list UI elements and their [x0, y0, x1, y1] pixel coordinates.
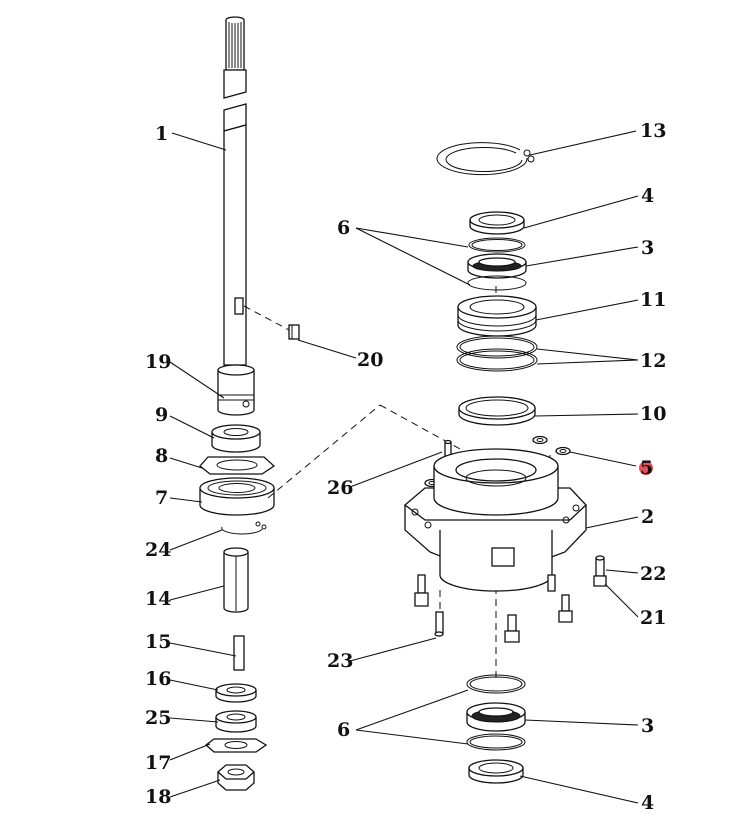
housing-2	[403, 448, 587, 592]
ring-nut-9	[211, 424, 261, 453]
o-ring-6-upper-b	[467, 275, 527, 291]
label-3-lower: 3	[641, 715, 654, 737]
label-7: 7	[155, 487, 168, 509]
seal-4-lower	[468, 759, 524, 784]
label-23: 23	[327, 650, 353, 672]
collar-19	[217, 364, 255, 416]
label-16: 16	[145, 668, 171, 690]
seal-4-upper	[469, 211, 525, 235]
key-15	[233, 635, 245, 671]
bolts-21-22	[547, 555, 607, 623]
o-ring-6-upper-a	[468, 237, 526, 253]
label-1: 1	[155, 123, 168, 145]
bearing-3-upper	[467, 253, 527, 279]
label-5: 5	[640, 457, 653, 479]
piston-11	[457, 295, 537, 337]
label-14: 14	[145, 588, 171, 610]
bearing-3-lower	[466, 702, 526, 732]
o-ring-6-lower-b	[466, 733, 526, 751]
label-9: 9	[155, 404, 168, 426]
label-3-upper: 3	[641, 237, 654, 259]
leader-lines	[169, 130, 639, 804]
thrust-bearing-25	[215, 710, 257, 733]
washer-16	[215, 683, 257, 703]
label-18: 18	[145, 786, 171, 808]
circlip-24	[221, 521, 267, 535]
label-2: 2	[641, 506, 654, 528]
label-20: 20	[357, 349, 383, 371]
o-ring-6-lower-a	[466, 674, 526, 694]
label-17: 17	[145, 752, 171, 774]
key-20	[288, 324, 300, 340]
label-13: 13	[640, 120, 666, 142]
sleeve-14	[223, 547, 249, 613]
label-6-upper: 6	[337, 217, 350, 239]
label-4-lower: 4	[641, 792, 654, 814]
ring-10	[458, 396, 536, 426]
label-26: 26	[327, 477, 353, 499]
label-4-upper: 4	[641, 185, 654, 207]
housing-assembly	[403, 142, 607, 784]
label-25: 25	[145, 707, 171, 729]
label-11: 11	[640, 289, 666, 311]
rings-12	[456, 335, 538, 372]
shaft-spline	[225, 16, 245, 71]
label-10: 10	[640, 403, 666, 425]
label-21: 21	[640, 607, 666, 629]
part-labels: 1 19 20 9 8 7 24 14 15 16 25 17 18 26 23…	[145, 120, 666, 814]
lock-washer-8	[199, 456, 276, 475]
label-22: 22	[640, 563, 666, 585]
label-24: 24	[145, 539, 171, 561]
label-8: 8	[155, 445, 168, 467]
bearing-7	[199, 477, 275, 516]
label-19: 19	[145, 351, 171, 373]
label-15: 15	[145, 631, 171, 653]
shaft-assembly	[199, 16, 276, 791]
shaft-keyway	[234, 297, 244, 315]
label-12: 12	[640, 350, 666, 372]
circlip-13	[436, 142, 535, 176]
label-6-lower: 6	[337, 719, 350, 741]
highlight-marker	[639, 461, 653, 475]
hex-nut-18	[217, 764, 255, 791]
shaft-body	[223, 69, 247, 99]
tab-washer-17	[204, 738, 268, 753]
bolts-23	[414, 574, 520, 643]
